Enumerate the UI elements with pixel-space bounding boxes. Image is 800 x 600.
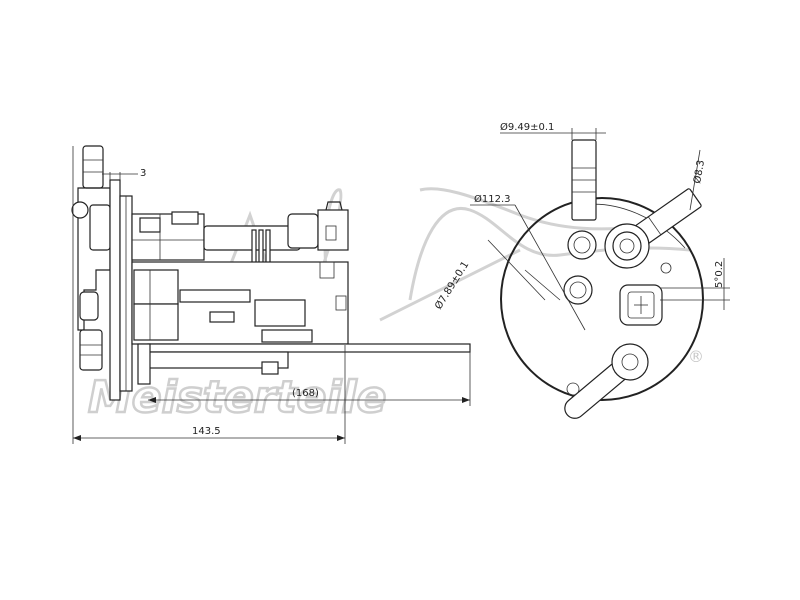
side-fitting <box>71 201 89 219</box>
flange-circle <box>500 197 704 401</box>
dim-hole-diameter: Ø7.89±0.1 <box>432 259 471 312</box>
inlet-pipe <box>82 145 104 189</box>
top-view: Ø9.49±0.1 Ø8.3 Ø112.3 Ø7.89±0.1 5°0.2 <box>432 121 730 419</box>
dim-flange-diameter: Ø112.3 <box>474 193 511 205</box>
watermark-wordmark: Meisterteile <box>88 372 386 423</box>
flange <box>109 179 121 401</box>
dim-connector-offset: 5°0.2 <box>714 261 725 288</box>
dim-flange-thickness: 3 <box>140 168 146 179</box>
dim-port-diameter: Ø9.49±0.1 <box>500 121 554 133</box>
center-hole <box>563 275 593 305</box>
dim-height: 143.5 <box>192 426 221 437</box>
float-arm <box>147 343 471 353</box>
dim-outlet-diameter: Ø8.3 <box>691 159 707 185</box>
dim-overall-length: (168) <box>292 388 319 399</box>
side-view: 3 (168) 143.5 <box>71 145 471 444</box>
registered-mark: ® <box>688 347 704 366</box>
